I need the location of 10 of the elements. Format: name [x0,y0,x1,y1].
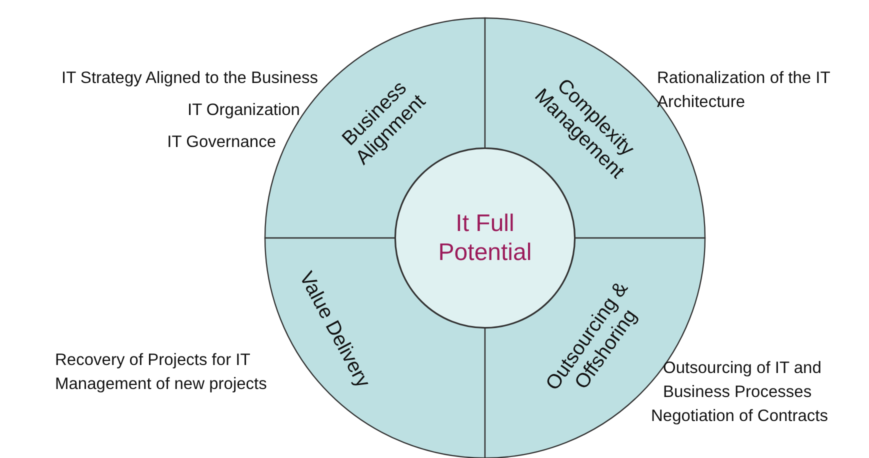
side-label: Rationalization of the IT Architecture [657,68,832,113]
side-label: IT Governance [167,132,276,153]
side-label: IT Organization [187,100,300,121]
side-label: Business Processes [663,382,812,403]
side-label: Outsourcing of IT and [663,358,822,379]
side-label: Management of new projects [55,374,267,395]
side-label: Recovery of Projects for IT [55,350,250,371]
side-label: IT Strategy Aligned to the Business [61,68,318,89]
side-label: Negotiation of Contracts [651,406,828,427]
center-label: It Full Potential [437,209,533,267]
